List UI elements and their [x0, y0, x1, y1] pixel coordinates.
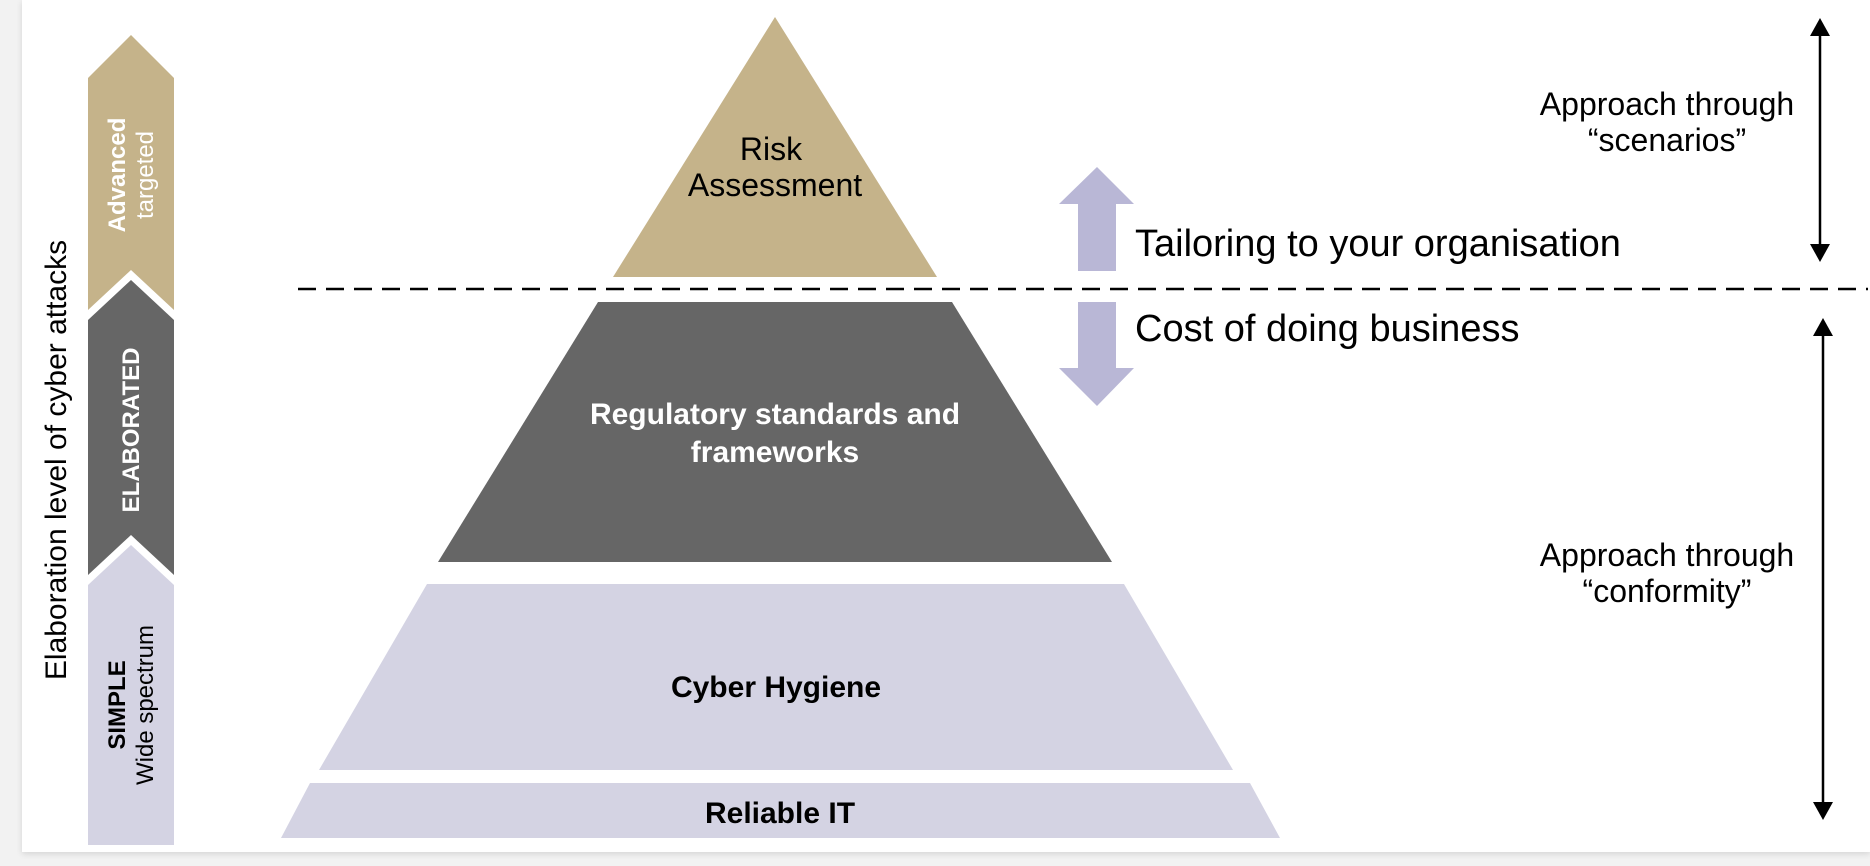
up-arrow-icon [1059, 167, 1134, 271]
chevron-simple-bold: SIMPLE [104, 660, 131, 749]
chevron-advanced-bold: Advanced [104, 118, 131, 233]
scenarios-line2: “scenarios” [1588, 122, 1746, 158]
pyramid-top-line1: Risk [740, 131, 803, 167]
pyramid-top-line2: Assessment [688, 167, 862, 203]
down-arrow-icon [1059, 302, 1134, 406]
conformity-double-arrow [1813, 318, 1833, 820]
pyramid-lower-label: Cyber Hygiene [671, 671, 881, 704]
chevron-advanced-regular: targeted [132, 131, 159, 219]
chevron-simple [88, 545, 174, 845]
pyramid-middle-line1: Regulatory standards and [590, 398, 960, 431]
conformity-line2: “conformity” [1583, 573, 1752, 609]
chevron-elaborated [88, 280, 174, 575]
pyramid-middle-line2: frameworks [691, 436, 859, 469]
chevron-simple-regular: Wide spectrum [132, 625, 159, 785]
pyramid-lower [319, 584, 1233, 770]
pyramid-middle [438, 302, 1112, 562]
side-axis-label: Elaboration level of cyber attacks [40, 240, 73, 680]
chevron-advanced [88, 35, 174, 310]
conformity-line1: Approach through [1540, 537, 1794, 573]
pyramid-base [281, 783, 1280, 838]
chevron-column: Advanced targeted ELABORATED SIMPLE Wide… [88, 35, 174, 845]
scenarios-double-arrow [1810, 18, 1830, 262]
chevron-elaborated-bold: ELABORATED [118, 348, 145, 513]
pyramid: Risk Assessment Regulatory standards and… [281, 17, 1280, 838]
pyramid-base-label: Reliable IT [705, 797, 855, 830]
pyramid-top [613, 17, 937, 277]
cost-label: Cost of doing business [1135, 308, 1519, 350]
scenarios-line1: Approach through [1540, 86, 1794, 122]
tailoring-label: Tailoring to your organisation [1135, 223, 1621, 265]
